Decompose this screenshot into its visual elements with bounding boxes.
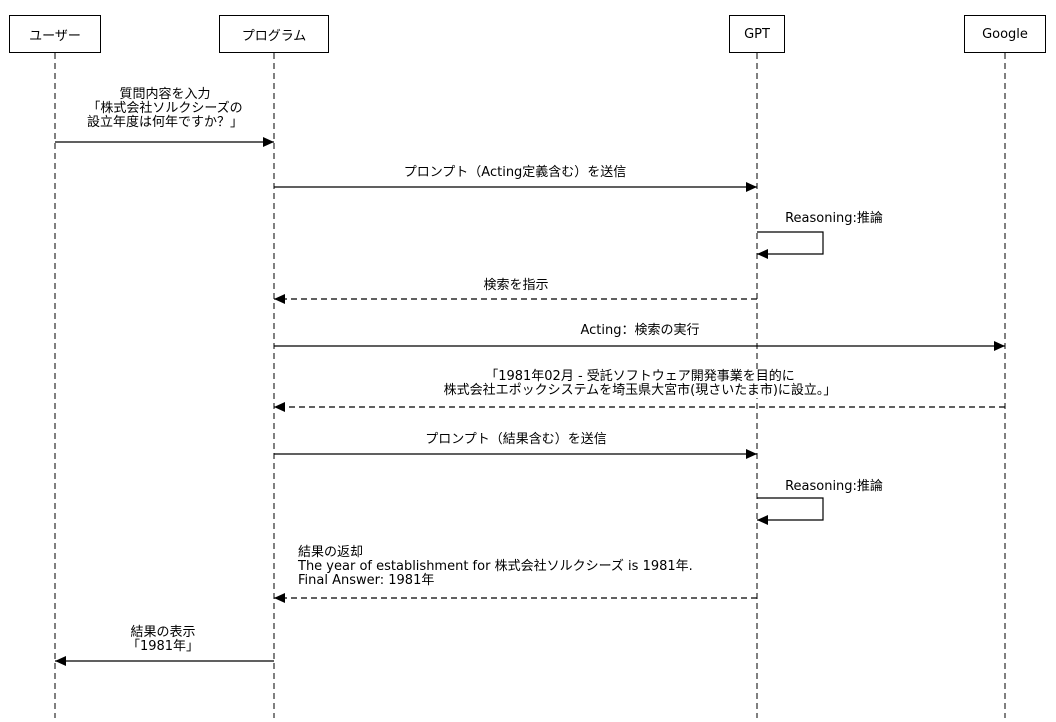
msg-search-instruction-label: 検索を指示 xyxy=(481,278,551,293)
participant-google: Google xyxy=(964,15,1046,53)
msg-return-result-label: 結果の返却 The year of establishment for 株式会社… xyxy=(296,545,695,588)
participant-program: プログラム xyxy=(219,15,329,53)
msg-acting-search-label: Acting：検索の実行 xyxy=(578,323,702,338)
msg-reasoning-1-arrow xyxy=(757,231,824,259)
msg-search-result-label: 「1981年02月 - 受託ソフトウェア開発事業を目的に 株式会社エポックシステ… xyxy=(441,369,839,398)
msg-reasoning-1-label: Reasoning:推論 xyxy=(783,211,885,226)
participant-user: ユーザー xyxy=(9,15,101,53)
participant-gpt: GPT xyxy=(729,15,785,53)
msg-reasoning-2-arrow xyxy=(757,497,824,525)
msg-send-prompt-result-label: プロンプト（結果含む）を送信 xyxy=(423,432,609,447)
msg-send-prompt-label: プロンプト（Acting定義含む）を送信 xyxy=(401,165,629,180)
msg-display-result-label: 結果の表示 「1981年」 xyxy=(124,625,202,654)
messages-group xyxy=(55,137,1005,666)
msg-input-question-label: 質問内容を入力 「株式会社ソルクシーズの 設立年度は何年ですか？」 xyxy=(84,87,246,130)
msg-reasoning-2-label: Reasoning:推論 xyxy=(783,479,885,494)
